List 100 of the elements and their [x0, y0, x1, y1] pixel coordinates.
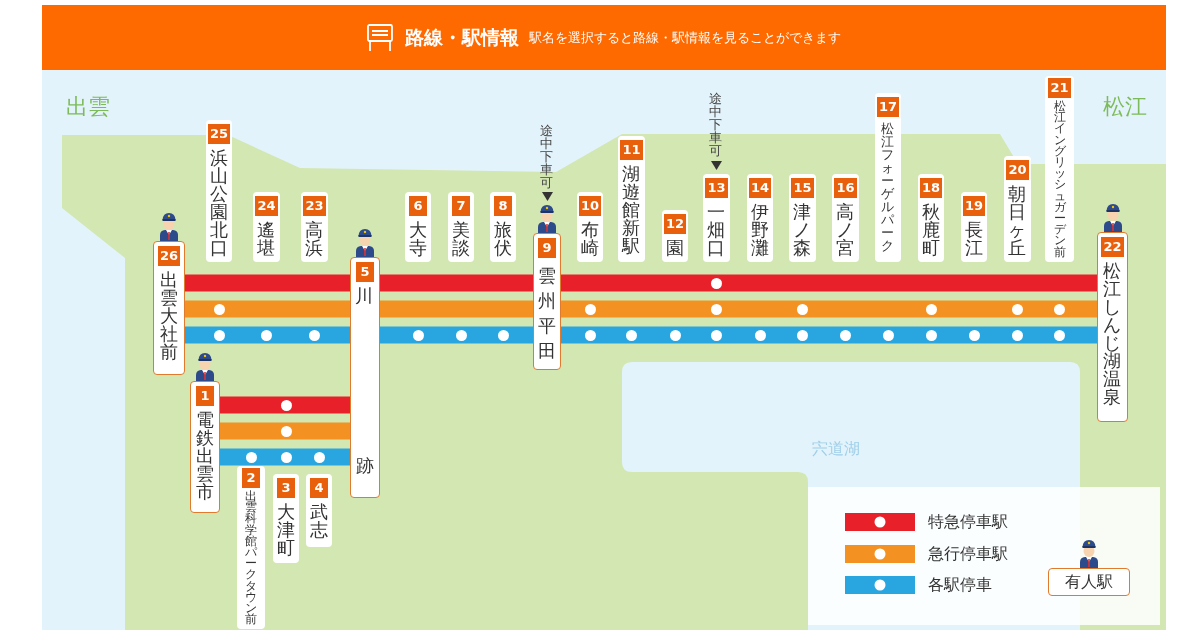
station-card	[153, 241, 185, 375]
station-name: 長江	[964, 221, 984, 257]
station-name: 出雲大社前	[159, 271, 179, 361]
station-name: 布崎	[580, 221, 600, 257]
station-name: 大寺	[408, 221, 428, 257]
station-name: 川跡	[355, 287, 375, 475]
number-badge: 14	[748, 178, 772, 198]
station-card	[273, 474, 299, 563]
track-band	[380, 274, 533, 292]
number-badge: 8	[494, 196, 512, 216]
number-badge: 9	[538, 238, 556, 258]
station-card	[577, 192, 603, 262]
station-name: 高ノ宮	[835, 203, 856, 257]
number-badge: 17	[876, 97, 900, 117]
note-text: 途中下車可	[708, 92, 724, 157]
number-badge: 25	[207, 124, 231, 144]
station-card	[703, 174, 730, 262]
station-name: 秋鹿町	[921, 203, 941, 257]
legend-label: 有人駅	[1048, 568, 1130, 596]
number-badge: 26	[157, 246, 181, 266]
instruction-text: 駅名を選択すると路線・駅情報を見ることができます	[529, 30, 841, 45]
number-badge: 19	[962, 196, 986, 216]
station-name: 伊野灘	[750, 203, 770, 257]
station-name: 電鉄出雲市	[195, 411, 215, 501]
station-name: 武志	[309, 503, 329, 539]
station-card	[533, 233, 561, 370]
place-label: 出雲	[66, 94, 110, 121]
station-card	[301, 192, 328, 262]
number-badge: 21	[1048, 78, 1071, 98]
station-name: 朝日ヶ丘	[1007, 185, 1028, 257]
station-card	[190, 381, 220, 513]
lake-label: 宍道湖	[812, 439, 860, 459]
station-card	[662, 210, 688, 262]
station-name: 遙堪	[256, 221, 277, 257]
station-name: 雲州平田	[537, 264, 557, 363]
track-band	[561, 326, 1097, 344]
number-badge: 24	[255, 196, 278, 216]
number-badge: 5	[356, 262, 374, 282]
track-band	[561, 300, 1097, 318]
track-band	[220, 422, 350, 440]
track-band	[380, 300, 533, 318]
station-name: 松江イングリッシュガーデン前	[1052, 101, 1067, 258]
station-card	[961, 192, 987, 262]
station-name: 園	[665, 239, 685, 257]
number-badge: 15	[791, 178, 814, 198]
number-badge: 16	[834, 178, 857, 198]
station-card	[832, 174, 859, 262]
station-card	[253, 192, 280, 262]
track-band	[185, 326, 350, 344]
station-card	[1045, 76, 1074, 262]
track-band	[185, 274, 350, 292]
number-badge: 10	[578, 196, 602, 216]
number-badge: 13	[705, 178, 728, 198]
station-name: 高浜	[304, 221, 325, 257]
station-name: 湖遊館新駅	[621, 165, 642, 255]
track-band	[220, 448, 350, 466]
number-badge: 1	[196, 386, 214, 406]
number-badge: 7	[452, 196, 470, 216]
station-name: 松江しんじ湖温泉	[1102, 262, 1123, 406]
number-badge: 12	[663, 214, 687, 234]
number-badge: 2	[242, 468, 260, 488]
station-name: 津ノ森	[792, 203, 813, 257]
station-card	[747, 174, 773, 262]
legend-label: 特急停車駅	[928, 512, 1008, 532]
station-card	[237, 466, 265, 629]
station-card	[448, 192, 474, 262]
legend-label: 急行停車駅	[928, 543, 1008, 563]
station-card	[405, 192, 431, 262]
station-card	[1004, 156, 1031, 262]
number-badge: 3	[277, 478, 295, 498]
number-badge: 6	[409, 196, 427, 216]
station-card	[875, 93, 901, 262]
station-card	[789, 174, 816, 262]
station-name: 浜山公園北口	[209, 149, 229, 257]
track-band	[380, 326, 533, 344]
station-name: 出雲科学館パークタウン前	[244, 491, 258, 626]
station-card	[206, 120, 232, 262]
number-badge: 22	[1101, 237, 1124, 257]
legend-label: 各駅停車	[928, 575, 992, 595]
track-band	[220, 396, 350, 414]
station-card	[306, 474, 332, 547]
station-card	[350, 257, 380, 498]
number-badge: 18	[919, 178, 943, 198]
station-name: 旅伏	[493, 221, 513, 257]
station-name: 松江フォーゲルパーク	[880, 122, 896, 252]
note-text: 途中下車可	[539, 124, 555, 189]
station-name: 美談	[451, 221, 471, 257]
station-card	[918, 174, 944, 262]
station-card	[618, 136, 645, 262]
station-name: 大津町	[276, 503, 296, 557]
number-badge: 20	[1006, 160, 1029, 180]
number-badge: 4	[310, 478, 328, 498]
station-card	[490, 192, 516, 262]
number-badge: 23	[303, 196, 326, 216]
number-badge: 11	[620, 140, 643, 160]
station-card	[1097, 232, 1128, 422]
place-label: 松江	[1103, 94, 1147, 121]
track-band	[561, 274, 1097, 292]
station-name: 一畑口	[706, 203, 727, 257]
page-title: 路線・駅情報	[405, 26, 519, 49]
